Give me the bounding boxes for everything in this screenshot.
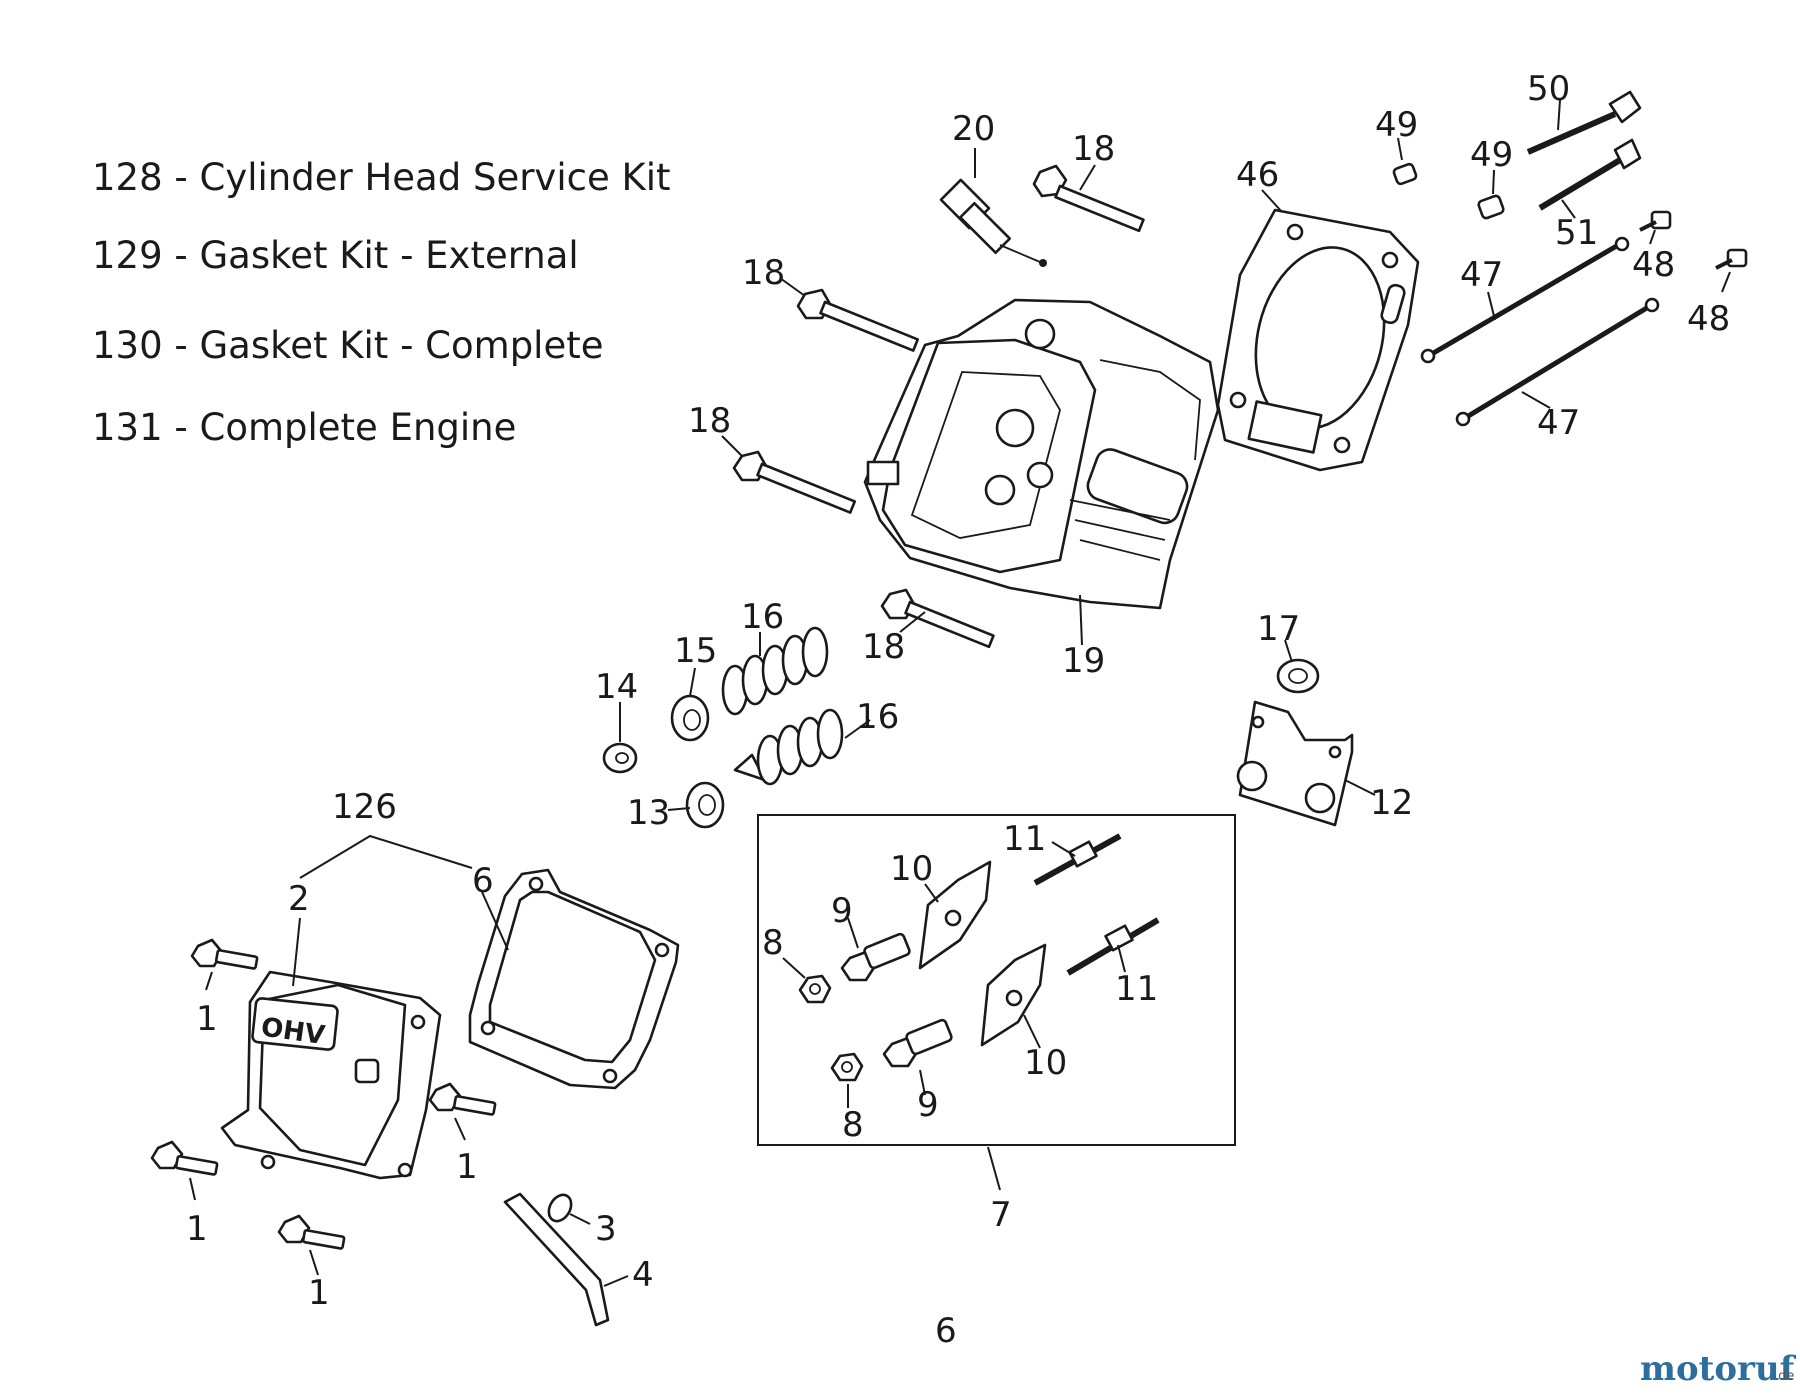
callout-7: 7 [990,1195,1012,1235]
valve-spring-upper [721,626,829,716]
callout-11-lower: 11 [1115,969,1158,1009]
cover-bolt-2 [428,1082,497,1141]
kit-item-128: 128 - Cylinder Head Service Kit [92,156,671,199]
callout-47-upper: 47 [1460,255,1503,295]
callout-10-upper: 10 [890,849,933,889]
rocker-pivot-bolt-upper [840,917,911,982]
callout-16-upper: 16 [741,597,784,637]
rocker-stud-upper [1033,833,1122,886]
callout-17: 17 [1257,609,1300,649]
rocker-assembly-box [757,814,1236,1191]
callout-14: 14 [595,667,638,707]
callout-4: 4 [632,1255,654,1295]
breather-plate [1236,700,1376,827]
kit-item-129: 129 - Gasket Kit - External [92,234,579,277]
push-rod-lower [1455,297,1660,427]
rocker-stud-lower [1066,917,1160,976]
callout-9-upper: 9 [831,891,853,931]
head-bolt-center-lower [880,588,995,649]
valve-spring-washer [667,781,725,829]
callout-1-b: 1 [456,1147,478,1187]
callout-13: 13 [627,793,670,833]
callout-1-a: 1 [196,999,218,1039]
exhaust-valve [1538,138,1642,219]
callout-48-b: 48 [1687,299,1730,339]
hose-clip [547,1193,591,1225]
rocker-pivot-bolt-lower [882,1018,953,1096]
page-number: 6 [935,1311,957,1351]
push-rod-upper [1420,236,1630,364]
kit-126-bracket [299,834,473,879]
intake-valve [1526,90,1642,155]
callout-50: 50 [1527,69,1570,109]
cover-bolt-3 [150,1140,219,1201]
callout-12: 12 [1370,783,1413,823]
callout-9-lower: 9 [917,1085,939,1125]
valve-cover: OHV [220,917,442,1180]
head-bolt-top [1032,164,1145,233]
breather-tube [503,1192,629,1327]
watermark-suffix: .de [1774,1369,1794,1384]
callout-labels: 20 18 18 18 18 49 49 50 51 46 47 47 48 4… [186,69,1730,1313]
callout-1-d: 1 [308,1273,330,1313]
callout-8-upper: 8 [762,923,784,963]
callout-48-a: 48 [1632,245,1675,285]
callout-18-center: 18 [862,627,905,667]
rocker-arm-upper [918,860,992,970]
valve-spring-lower [733,708,871,786]
spark-plug [939,148,1047,267]
callout-16-lower: 16 [856,697,899,737]
kit-list: 128 - Cylinder Head Service Kit 129 - Ga… [92,156,671,449]
watermark-text: motoruf [1640,1349,1797,1389]
rocker-arm-lower [980,943,1047,1049]
rocker-nut-lower [830,1052,864,1108]
cover-bolt-1 [190,938,259,991]
callout-10-lower: 10 [1024,1043,1067,1083]
callout-6-gasket: 6 [472,861,494,901]
watermark-logo: motoruf .de [1640,1349,1797,1389]
callout-18-left-lower: 18 [688,401,731,441]
callout-51: 51 [1555,213,1598,253]
callout-1-c: 1 [186,1209,208,1249]
tappet-2 [1715,248,1748,293]
breather-washer [1276,639,1320,694]
callout-126: 126 [332,787,397,827]
callout-19: 19 [1062,641,1105,681]
valve-stem-seal [602,702,638,774]
rocker-nut-upper [782,957,832,1004]
kit-item-131: 131 - Complete Engine [92,406,516,449]
head-bolt-left-lower [721,435,857,514]
cylinder-head [863,298,1220,646]
callout-18-top: 18 [1072,129,1115,169]
kit-item-130: 130 - Gasket Kit - Complete [92,324,604,367]
callout-47-lower: 47 [1537,403,1580,443]
cover-bolt-4 [277,1214,346,1276]
callout-15: 15 [674,631,717,671]
callout-18-left-upper: 18 [742,253,785,293]
callout-11-upper: 11 [1003,819,1046,859]
callout-46: 46 [1236,155,1279,195]
head-gasket [1216,189,1420,472]
head-bolt-left-upper [779,277,920,352]
valve-keeper-1 [1392,137,1418,186]
valve-cover-gasket [468,868,680,1090]
callout-8-lower: 8 [842,1105,864,1145]
callout-2: 2 [288,879,310,919]
callout-49-a: 49 [1375,105,1418,145]
valve-keeper-2 [1477,169,1505,220]
callout-49-b: 49 [1470,135,1513,175]
callout-20: 20 [952,109,995,149]
callout-3: 3 [595,1209,617,1249]
spring-retainer [670,667,710,742]
tappet-1 [1639,210,1672,245]
